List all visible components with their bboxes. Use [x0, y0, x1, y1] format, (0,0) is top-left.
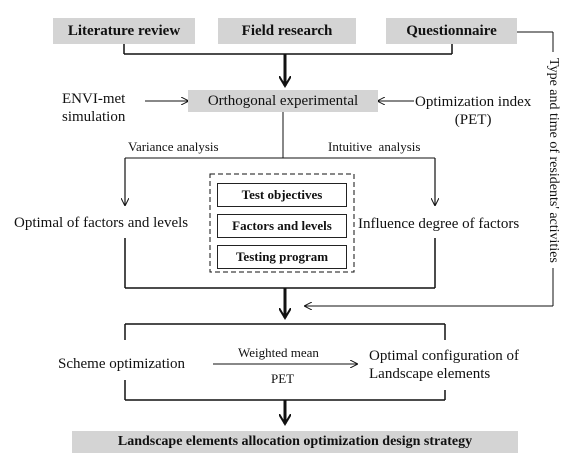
influence-degree-label: Influence degree of factors — [358, 216, 520, 232]
scheme-optimization-label: Scheme optimization — [58, 356, 186, 372]
pet-label: PET — [271, 371, 295, 386]
strategy-label: Landscape elements allocation optimizati… — [117, 434, 473, 449]
optimal-config-label: Optimal configuration of Landscape eleme… — [369, 347, 519, 383]
questionnaire-label: Questionnaire — [406, 22, 497, 39]
intuitive-analysis-label: Intuitive analysis — [328, 139, 421, 154]
residents-activities-label: Type and time of residents' activities — [541, 52, 565, 268]
factors-levels-box: Factors and levels — [217, 214, 347, 238]
field-research-label: Field research — [241, 22, 333, 39]
literature-review-label: Literature review — [67, 22, 181, 39]
envi-met-label: ENVI-met simulation — [62, 90, 125, 126]
orthogonal-label: Orthogonal experimental — [207, 92, 359, 109]
optimization-index-line2: (PET) — [454, 112, 492, 128]
testing-program-label: Testing program — [235, 249, 329, 264]
optimization-index-line1: Optimization index — [415, 94, 532, 110]
test-objectives-box: Test objectives — [217, 183, 347, 207]
literature-review-box: Literature review — [53, 18, 195, 44]
optimal-factors-label: Optimal of factors and levels — [14, 215, 189, 231]
weighted-mean-label: Weighted mean — [238, 345, 319, 360]
optimal-config-line2: Landscape elements — [369, 366, 491, 382]
envi-met-line1: ENVI-met — [62, 91, 126, 107]
strategy-box: Landscape elements allocation optimizati… — [72, 431, 518, 453]
questionnaire-box: Questionnaire — [386, 18, 517, 44]
orthogonal-box: Orthogonal experimental — [188, 90, 378, 112]
factors-levels-label: Factors and levels — [232, 218, 332, 233]
field-research-box: Field research — [218, 18, 356, 44]
optimization-index-label: Optimization index (PET) — [415, 93, 531, 129]
variance-analysis-label: Variance analysis — [128, 139, 219, 154]
optimal-config-line1: Optimal configuration of — [369, 348, 519, 364]
test-design-group — [209, 173, 355, 273]
envi-met-line2: simulation — [62, 109, 126, 125]
test-objectives-label: Test objectives — [241, 187, 323, 202]
testing-program-box: Testing program — [217, 245, 347, 269]
